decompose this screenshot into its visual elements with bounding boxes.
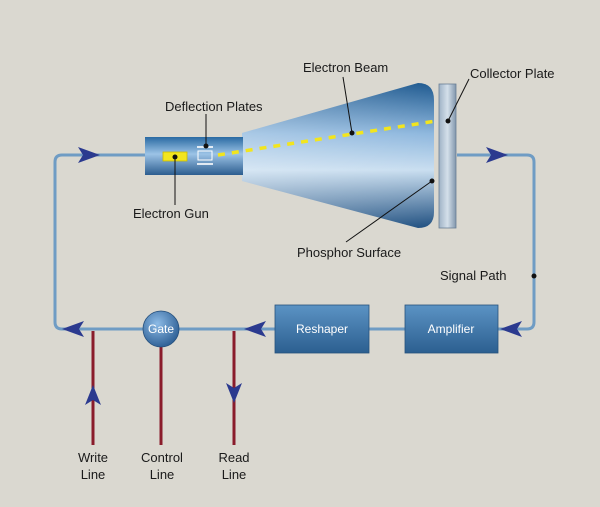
label-gate: Gate — [148, 322, 174, 336]
label-read-line-1: Read — [218, 450, 249, 465]
label-reshaper: Reshaper — [296, 322, 348, 336]
label-phosphor-surface: Phosphor Surface — [297, 245, 401, 260]
leader-electron-beam — [342, 76, 353, 134]
crt-neck — [145, 137, 243, 175]
collector-plate — [438, 83, 457, 229]
gate-circle — [142, 310, 180, 348]
label-amplifier: Amplifier — [428, 322, 475, 336]
label-read-line-2: Line — [222, 467, 247, 482]
label-electron-beam: Electron Beam — [303, 60, 388, 75]
reshaper-box — [274, 304, 370, 354]
arrow-top-right — [486, 147, 508, 163]
arrow-bottom-left — [62, 321, 84, 337]
label-write-line-2: Line — [81, 467, 106, 482]
dot-electron-beam — [349, 130, 355, 136]
label-signal-path: Signal Path — [440, 268, 507, 283]
label-control-line-2: Line — [150, 467, 175, 482]
signal-path-loop — [53, 153, 536, 331]
arrow-read-line — [226, 383, 242, 403]
leader-phosphor-surface — [345, 180, 433, 243]
arrow-write-line — [85, 385, 101, 405]
label-deflection-plates: Deflection Plates — [165, 99, 263, 114]
label-write-line-1: Write — [78, 450, 108, 465]
leader-collector-plate — [447, 78, 470, 122]
electron-beam — [217, 119, 437, 157]
label-collector-plate: Collector Plate — [470, 66, 555, 81]
dot-signal-path — [531, 273, 537, 279]
label-control-line-1: Control — [141, 450, 183, 465]
dot-deflection-plates — [203, 143, 209, 149]
label-electron-gun: Electron Gun — [133, 206, 209, 221]
arrow-bottom-right — [500, 321, 522, 337]
arrow-bottom-mid — [244, 321, 266, 337]
dot-electron-gun — [172, 154, 178, 160]
amplifier-box — [404, 304, 499, 354]
arrow-top-left — [78, 147, 100, 163]
crt-cone-highlight — [242, 83, 434, 228]
dot-phosphor-surface — [429, 178, 435, 184]
dot-collector-plate — [445, 118, 451, 124]
